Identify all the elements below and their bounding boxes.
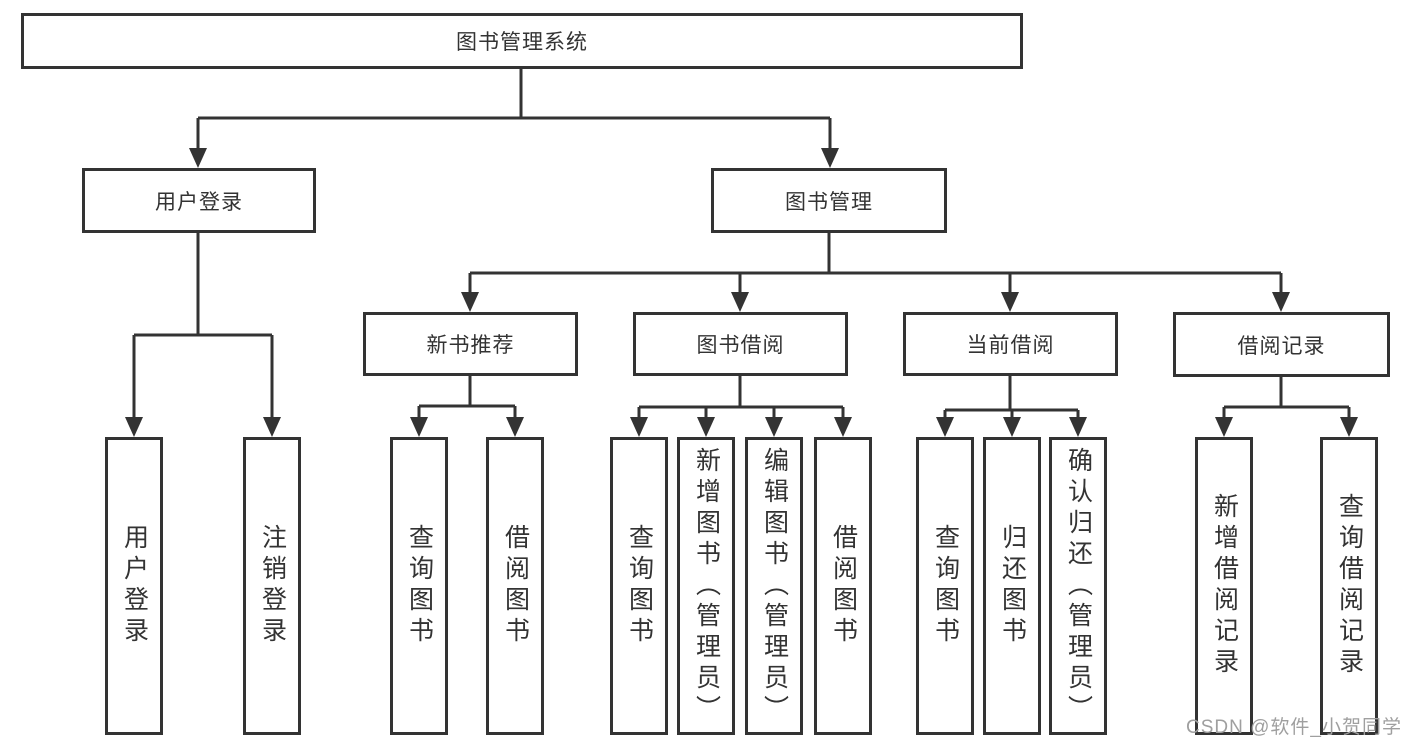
connector-user-login-to-leaves xyxy=(132,232,274,420)
node-label: 新书推荐 xyxy=(426,334,515,357)
leaf-label: 查询借阅记录 xyxy=(1335,493,1364,679)
leaf-label: 查询图书 xyxy=(405,524,434,648)
leaf-query-books-borrow: 查询图书 xyxy=(610,437,668,735)
leaf-borrow-books-recommend: 借阅图书 xyxy=(486,437,544,735)
arrowhead xyxy=(263,417,281,437)
leaf-query-books-current: 查询图书 xyxy=(916,437,974,735)
leaf-label: 借阅图书 xyxy=(829,524,858,648)
arrowhead xyxy=(506,417,524,437)
leaf-label: 查询图书 xyxy=(625,524,654,648)
arrowhead xyxy=(936,417,954,437)
node-new-book-recommendation: 新书推荐 xyxy=(363,312,578,376)
arrowhead xyxy=(461,292,479,312)
arrowhead xyxy=(765,417,783,437)
connector-root-to-level1 xyxy=(196,69,832,150)
leaf-label: 编辑图书（管理员） xyxy=(760,446,789,726)
leaf-user-login: 用户登录 xyxy=(105,437,163,735)
leaf-add-book-admin: 新增图书（管理员） xyxy=(677,437,735,735)
arrowhead xyxy=(125,417,143,437)
leaf-edit-book-admin: 编辑图书（管理员） xyxy=(745,437,803,735)
leaf-label: 借阅图书 xyxy=(501,524,530,648)
arrowheads xyxy=(125,148,1358,437)
node-library-management-system: 图书管理系统 xyxy=(21,13,1023,69)
node-borrowing-records: 借阅记录 xyxy=(1173,312,1390,377)
csdn-watermark: CSDN @软件_小贺同学 xyxy=(1186,717,1402,738)
node-label: 图书管理 xyxy=(785,190,873,214)
arrowhead xyxy=(1215,417,1233,437)
node-book-management: 图书管理 xyxy=(711,168,947,233)
leaf-label: 归还图书 xyxy=(998,524,1027,648)
arrowhead xyxy=(1001,292,1019,312)
arrowhead xyxy=(1272,292,1290,312)
leaf-query-borrow-record: 查询借阅记录 xyxy=(1320,437,1378,735)
leaf-label: 新增图书（管理员） xyxy=(692,446,721,726)
leaf-label: 确认归还（管理员） xyxy=(1064,446,1093,726)
node-book-borrowing: 图书借阅 xyxy=(633,312,848,376)
arrowhead xyxy=(821,148,839,168)
arrowhead xyxy=(697,417,715,437)
leaf-add-borrow-record: 新增借阅记录 xyxy=(1195,437,1253,735)
arrowhead xyxy=(1069,417,1087,437)
arrowhead xyxy=(630,417,648,437)
leaf-label: 用户登录 xyxy=(120,524,149,648)
connector-book-management-to-level2 xyxy=(468,233,1283,294)
connector-current-borrow-to-leaves xyxy=(943,376,1080,420)
leaf-confirm-return-admin: 确认归还（管理员） xyxy=(1049,437,1107,735)
arrowhead xyxy=(410,417,428,437)
leaf-label: 查询图书 xyxy=(931,524,960,648)
connector-new-book-to-leaves xyxy=(417,376,517,420)
node-label: 用户登录 xyxy=(155,190,243,214)
node-user-login: 用户登录 xyxy=(82,168,316,233)
node-label: 图书借阅 xyxy=(696,334,785,357)
connector-borrow-record-to-leaves xyxy=(1222,377,1351,420)
leaf-label: 新增借阅记录 xyxy=(1210,493,1239,679)
leaf-label: 注销登录 xyxy=(258,524,287,648)
leaf-borrow-books: 借阅图书 xyxy=(814,437,872,735)
leaf-logout: 注销登录 xyxy=(243,437,301,735)
arrowhead xyxy=(1003,417,1021,437)
node-current-borrowing: 当前借阅 xyxy=(903,312,1118,376)
arrowhead xyxy=(834,417,852,437)
arrowhead xyxy=(189,148,207,168)
leaf-return-book: 归还图书 xyxy=(983,437,1041,735)
node-label: 借阅记录 xyxy=(1237,334,1326,358)
connector-book-borrow-to-leaves xyxy=(637,376,845,420)
arrowhead xyxy=(731,292,749,312)
arrowhead xyxy=(1340,417,1358,437)
node-label: 图书管理系统 xyxy=(456,31,588,54)
node-label: 当前借阅 xyxy=(966,334,1055,357)
leaf-query-books-recommend: 查询图书 xyxy=(390,437,448,735)
